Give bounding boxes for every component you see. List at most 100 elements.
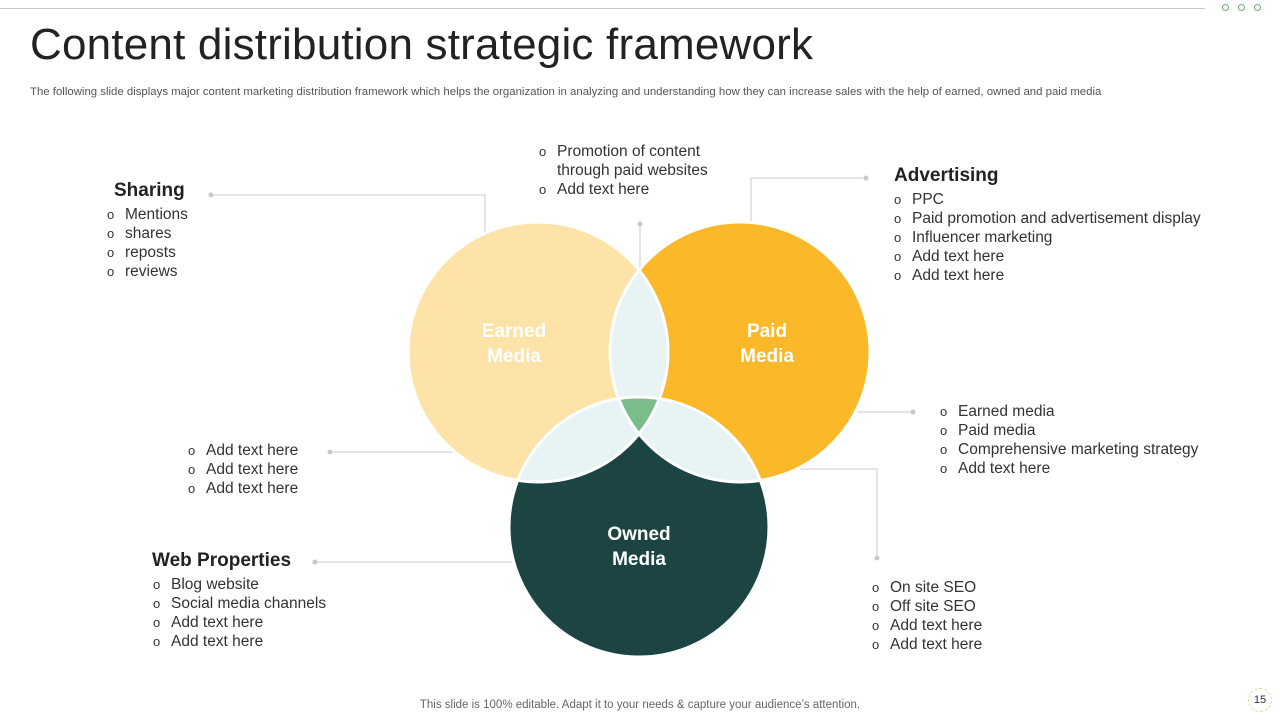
list-item-text: Promotion of content through paid websit… — [557, 143, 708, 179]
list-item-text: Add text here — [171, 633, 264, 650]
list-item: o Add text here — [539, 180, 717, 199]
list-item: o Promotion of content through paid websi… — [539, 142, 717, 180]
dot-icon — [1238, 4, 1245, 11]
list-item-text: Add text here — [912, 267, 1005, 284]
list-item-text: Add text here — [958, 460, 1051, 477]
bullet-icon: o — [940, 461, 948, 476]
bullet-icon: o — [894, 211, 902, 226]
bullet-icon: o — [107, 226, 115, 241]
list-item: o reposts — [107, 243, 188, 262]
bullet-icon: o — [940, 423, 948, 438]
list-item: o Mentions — [107, 205, 188, 224]
list-item-text: Social media channels — [171, 595, 327, 612]
list-item-text: Comprehensive marketing strategy — [958, 441, 1199, 458]
bullet-icon: o — [940, 442, 948, 457]
list-item: o Add text here — [894, 247, 1201, 266]
top-divider-line — [0, 8, 1205, 9]
list-item-text: Mentions — [125, 206, 188, 223]
earned-media-label-line2: Media — [487, 346, 541, 367]
list-item: o Add text here — [153, 613, 326, 632]
bullet-icon: o — [153, 596, 161, 611]
list-item-text: shares — [125, 225, 172, 242]
list-item-text: Paid promotion and advertisement display — [912, 210, 1201, 227]
paid-media-label-line1: Paid — [747, 321, 787, 342]
owned-media-label-line2: Media — [612, 549, 666, 570]
slide-footer: This slide is 100% editable. Adapt it to… — [419, 699, 861, 711]
list-item-text: Add text here — [171, 614, 264, 631]
circle-outlines — [406, 220, 872, 659]
bullet-icon: o — [940, 404, 948, 419]
list-item: o Add text here — [894, 266, 1201, 285]
top-center-list: o Promotion of content through paid websi… — [539, 142, 717, 199]
advertising-heading: Advertising — [894, 165, 999, 186]
bullet-icon: o — [872, 580, 880, 595]
bullet-icon: o — [539, 144, 547, 159]
earned-owned-overlap — [509, 397, 668, 482]
connector-dot — [327, 449, 333, 455]
slide-title: Content distribution strategic framework — [30, 20, 814, 69]
list-item-text: reposts — [125, 244, 176, 261]
decorative-dots — [1222, 4, 1261, 11]
bullet-icon: o — [153, 634, 161, 649]
list-item-text: Influencer marketing — [912, 229, 1053, 246]
connector-line — [211, 194, 486, 260]
bullet-icon: o — [188, 443, 196, 458]
bullet-icon: o — [153, 615, 161, 630]
bullet-icon: o — [894, 268, 902, 283]
connector-dots — [208, 175, 916, 565]
dot-icon — [1222, 4, 1229, 11]
bullet-icon: o — [188, 481, 196, 496]
list-item-text: Blog website — [171, 576, 259, 593]
connector-line — [750, 177, 866, 238]
list-item-text: Add text here — [890, 617, 983, 634]
list-item: o Paid media — [940, 421, 1198, 440]
list-item-text: Add text here — [557, 181, 650, 198]
bullet-icon: o — [107, 207, 115, 222]
dot-icon — [1254, 4, 1261, 11]
connector-dot — [863, 175, 869, 181]
bullet-icon: o — [107, 245, 115, 260]
list-item-text: Off site SEO — [890, 598, 976, 615]
bullet-icon: o — [539, 182, 547, 197]
list-item-text: Add text here — [206, 480, 299, 497]
list-item-text: PPC — [912, 191, 944, 208]
connector-dot — [637, 221, 643, 227]
bullet-icon: o — [894, 192, 902, 207]
list-item-text: Paid media — [958, 422, 1036, 439]
bullet-icon: o — [894, 249, 902, 264]
list-item-text: On site SEO — [890, 579, 977, 596]
earned-media-label-line1: Earned — [482, 321, 546, 342]
bullet-icon: o — [872, 637, 880, 652]
paid-owned-overlap — [610, 397, 769, 482]
connector-dot — [874, 555, 880, 561]
list-item: o Social media channels — [153, 594, 326, 613]
paid-media-label-line2: Media — [740, 346, 794, 367]
list-item: o Add text here — [188, 479, 298, 498]
list-item: o Add text here — [153, 632, 326, 651]
list-item: o Paid promotion and advertisement displa… — [894, 209, 1201, 228]
list-item: o Blog website — [153, 575, 326, 594]
bullet-icon: o — [153, 577, 161, 592]
list-item: o Comprehensive marketing strategy — [940, 440, 1198, 459]
list-item: o Add text here — [940, 459, 1198, 478]
sharing-heading: Sharing — [114, 180, 185, 201]
list-item-text: Add text here — [912, 248, 1005, 265]
connector-dot — [208, 192, 214, 198]
